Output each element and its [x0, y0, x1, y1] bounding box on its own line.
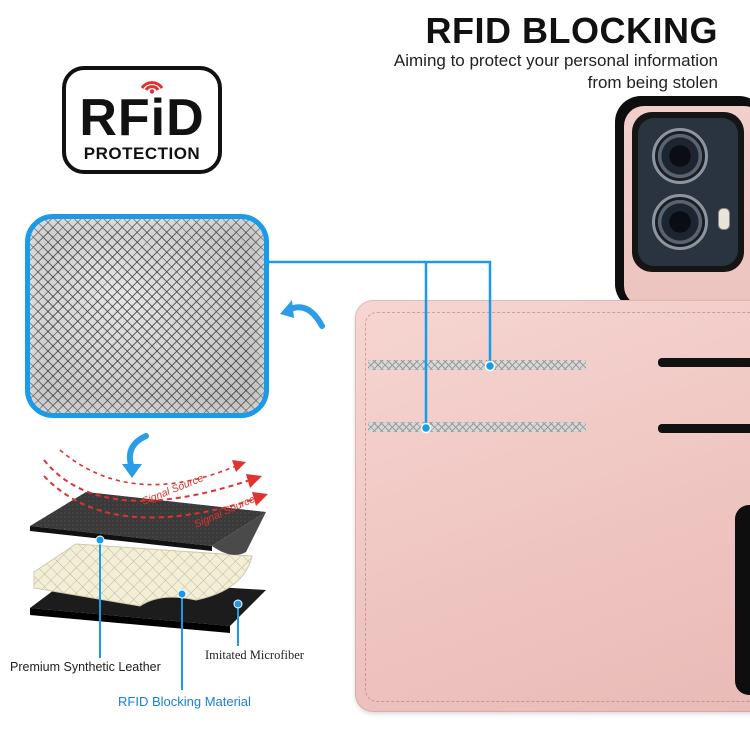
flash-icon — [718, 208, 730, 230]
page-title: RFID BLOCKING — [425, 10, 718, 51]
card-slot-upper — [368, 360, 586, 370]
camera-lens-icon — [652, 128, 708, 184]
subtitle-line-1: Aiming to protect your personal informat… — [393, 51, 718, 70]
label-premium-synthetic-leather: Premium Synthetic Leather — [10, 660, 161, 674]
magnetic-clasp — [735, 505, 750, 695]
curved-arrow-down-icon — [122, 433, 149, 478]
rfid-protection-badge: RFiD PROTECTION — [62, 66, 222, 174]
label-rfid-blocking-material: RFID Blocking Material — [118, 694, 251, 709]
camera-lens-icon — [652, 194, 708, 250]
badge-main-text: RFiD — [79, 89, 205, 147]
curved-arrow-left-icon — [280, 300, 325, 329]
label-imitated-microfiber: Imitated Microfiber — [205, 648, 304, 662]
card-slot-right-lower — [658, 424, 750, 433]
page-subtitle: Aiming to protect your personal informat… — [330, 50, 718, 94]
rfid-mesh-swatch — [25, 214, 269, 418]
card-slot-lower — [368, 422, 586, 432]
badge-sub-text: PROTECTION — [83, 144, 201, 163]
signal-source-arrows — [43, 449, 268, 519]
card-slot-right-upper — [658, 358, 750, 367]
case-stitching — [365, 312, 750, 702]
subtitle-line-2: from being stolen — [587, 73, 718, 92]
wireless-signal-icon — [140, 81, 164, 94]
material-layers-diagram — [30, 492, 266, 633]
